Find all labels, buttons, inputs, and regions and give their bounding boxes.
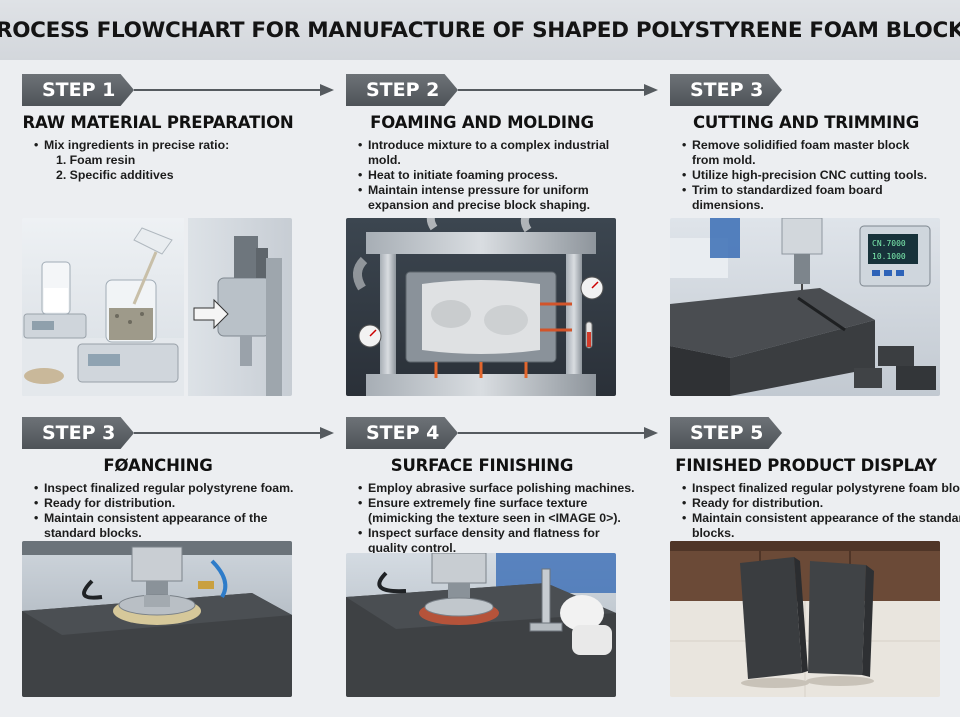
step-card-1: STEP 1 RAW MATERIAL PREPARATION Mix ingr…: [22, 74, 334, 396]
step-heading: FOAMING AND MOLDING: [370, 113, 594, 132]
step-card-6: STEP 5 FINISHED PRODUCT DISPLAY Inspect …: [670, 417, 960, 697]
step-badge: STEP 2: [346, 74, 458, 106]
bullet: Ensure extremely fine surface texture: [358, 496, 618, 511]
flow-arrow-icon: [134, 84, 334, 96]
bullet: Maintain consistent appearance of the st…: [682, 511, 960, 526]
bullet: Mix ingredients in precise ratio:: [34, 138, 294, 153]
step-badge: STEP 3: [670, 74, 782, 106]
step-badge: STEP 1: [22, 74, 134, 106]
bullet-continuation: mold.: [368, 153, 401, 167]
bullet: Ready for distribution.: [682, 496, 942, 511]
page-title: PROCESS FLOWCHART FOR MANUFACTURE OF SHA…: [0, 17, 960, 43]
step-card-2: STEP 2 FOAMING AND MOLDING Introduce mix…: [346, 74, 658, 396]
step-bullets: Remove solidified foam master block from…: [682, 138, 942, 213]
step-card-5: STEP 4 SURFACE FINISHING Employ abrasive…: [346, 417, 658, 697]
press-mold-photo: [346, 218, 616, 396]
bullet: Maintain intense pressure for uniform: [358, 183, 618, 198]
lab-scales-mixer-photo: [22, 218, 292, 396]
step-bullets: Inspect finalized regular polystyrene fo…: [682, 481, 960, 541]
flow-arrow-icon: [458, 84, 658, 96]
step-card-4: STEP 3 FØANCHING Inspect finalized regul…: [22, 417, 334, 697]
step-bullets: Mix ingredients in precise ratio: 1. Foa…: [34, 138, 294, 183]
bullet: Employ abrasive surface polishing machin…: [358, 481, 635, 496]
bullet-continuation: blocks.: [692, 526, 735, 540]
bullet: Inspect finalized regular polystyrene fo…: [34, 481, 294, 496]
sub-item: 1. Foam resin: [56, 153, 136, 167]
step-heading: CUTTING AND TRIMMING: [692, 113, 920, 132]
bullet: Inspect finalized regular polystyrene fo…: [682, 481, 960, 496]
step-bullets: Introduce mixture to a complex industria…: [358, 138, 618, 213]
step-bullets: Employ abrasive surface polishing machin…: [358, 481, 635, 556]
title-bar: PROCESS FLOWCHART FOR MANUFACTURE OF SHA…: [0, 0, 960, 60]
screen-readout-2: 10.1000: [872, 252, 906, 261]
step-bullets: Inspect finalized regular polystyrene fo…: [34, 481, 294, 541]
bullet-continuation: quality control.: [368, 541, 457, 555]
surface-finish-photo: [346, 553, 616, 697]
flow-arrow-icon: [458, 427, 658, 439]
step-heading: FØANCHING: [103, 456, 213, 475]
step-badge: STEP 4: [346, 417, 458, 449]
bullet: Trim to standardized foam board: [682, 183, 942, 198]
bullet-continuation: standard blocks.: [44, 526, 142, 540]
finished-blocks-photo: [670, 541, 940, 697]
bullet: Heat to initiate foaming process.: [358, 168, 618, 183]
bullet-continuation: expansion and precise block shaping.: [368, 198, 591, 212]
sub-item: 2. Specific additives: [56, 168, 174, 182]
flow-arrow-icon: [134, 427, 334, 439]
bullet: Maintain consistent appearance of the: [34, 511, 294, 526]
step-heading: FINISHED PRODUCT DISPLAY: [675, 456, 937, 475]
step-badge: STEP 3: [22, 417, 134, 449]
screen-readout-1: CN.7000: [872, 239, 906, 248]
bullet: Ready for distribution.: [34, 496, 294, 511]
cnc-cutting-photo: CN.7000 10.1000: [670, 218, 940, 396]
step-heading: RAW MATERIAL PREPARATION: [22, 113, 294, 132]
bullet: Remove solidified foam master block: [682, 138, 942, 153]
bullet-continuation: (mimicking the texture seen in <IMAGE 0>…: [368, 511, 621, 525]
bullet: Introduce mixture to a complex industria…: [358, 138, 618, 153]
bullet: Utilize high-precision CNC cutting tools…: [682, 168, 942, 183]
polisher-photo: [22, 541, 292, 697]
step-badge: STEP 5: [670, 417, 782, 449]
bullet: Inspect surface density and flatness for: [358, 526, 618, 541]
bullet-continuation: dimensions.: [692, 198, 764, 212]
step-heading: SURFACE FINISHING: [390, 456, 574, 475]
step-card-3: STEP 3 CUTTING AND TRIMMING Remove solid…: [670, 74, 942, 396]
bullet-continuation: from mold.: [692, 153, 756, 167]
